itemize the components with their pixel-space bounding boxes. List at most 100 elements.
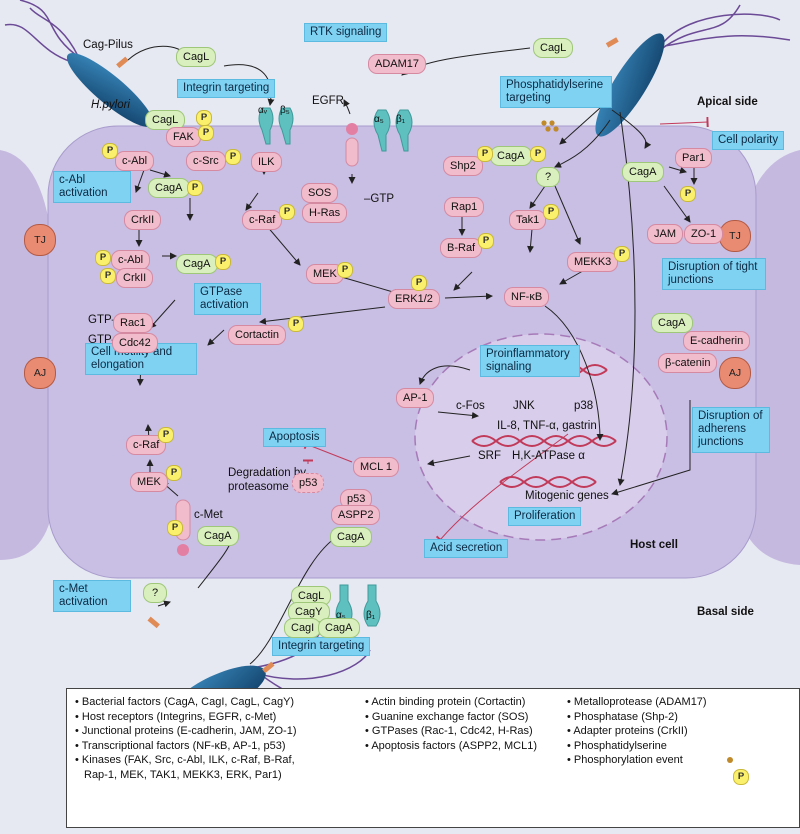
hpylori-label: H.pylori (91, 99, 130, 111)
phospho-cagl-left: P (196, 110, 212, 126)
node-caga-left: CagA (148, 178, 190, 198)
node-crkii: CrkII (124, 210, 162, 230)
phospho-cortactin: P (288, 316, 304, 332)
aj-left: AJ (24, 357, 56, 389)
node-rac1: Rac1 (113, 313, 153, 333)
left-neighbor-cell (0, 150, 55, 560)
phospho-crkii-2: P (100, 268, 116, 284)
phospho-b-raf: P (478, 233, 494, 249)
node-cagl-left: CagL (145, 110, 186, 130)
gtp-cdc42-label: GTP– (88, 334, 119, 346)
legend-column-3: Metalloprotease (ADAM17) Phosphatase (Sh… (567, 695, 707, 768)
node-caga-right: CagA (622, 162, 664, 182)
flagella-top-right (659, 4, 791, 51)
phospho-shp2: P (477, 146, 493, 162)
integrin-a5-b1-top (373, 109, 413, 152)
integrin-a5-b1-bottom (335, 584, 381, 627)
gtp-rac1-label: GTP– (88, 314, 119, 326)
legend-item: GTPases (Rac-1, Cdc42, H-Ras) (365, 724, 537, 739)
node-cagl-bottom: CagL (291, 586, 332, 606)
apoptosis-box: Apoptosis (263, 428, 326, 448)
node-caga-mid: CagA (490, 146, 532, 166)
cell-polarity-box: Cell polarity (712, 131, 785, 151)
phospho-fak: P (198, 125, 214, 141)
integrin-beta-1-bottom-label: β₁ (366, 610, 376, 621)
phosphatidylserine-dots (541, 120, 559, 132)
node-zo1: ZO-1 (684, 224, 724, 244)
phospho-caga-left: P (187, 180, 203, 196)
dna-helix-2 (471, 435, 617, 447)
node-caga-bottom: CagA (330, 527, 372, 547)
legend-item: Phosphatase (Shp-2) (567, 710, 707, 725)
hpylori-top-left (66, 53, 154, 127)
phospho-mek-bottom: P (166, 465, 182, 481)
node-fak: FAK (166, 127, 201, 147)
degradation-label: Degradation by proteasome (228, 467, 306, 493)
acid-secretion-box: Acid secretion (424, 539, 509, 559)
basal-side-label: Basal side (697, 606, 754, 618)
node-cortactin: Cortactin (228, 325, 287, 345)
node-mekk3: MEKK3 (567, 252, 619, 272)
node-cagl-pilus: CagL (176, 47, 217, 67)
node-cdc42: Cdc42 (112, 333, 158, 353)
node-b-raf: B-Raf (440, 238, 483, 258)
phospho-par1: P (680, 186, 696, 202)
cag-pilus-label: Cag-Pilus (83, 39, 133, 51)
rtk-signaling-box: RTK signaling (304, 23, 388, 43)
node-nf-kb: NF-κB (504, 287, 550, 307)
node-erk: ERK1/2 (388, 289, 440, 309)
node-shp2: Shp2 (443, 156, 483, 176)
proliferation-box: Proliferation (508, 507, 582, 527)
flagella-top-left (4, 0, 81, 63)
node-p53-degraded: p53 (292, 473, 325, 493)
phospho-tak1: P (543, 204, 559, 220)
node-aspp2: ASPP2 (331, 505, 381, 525)
node-c-src: c-Src (186, 151, 226, 171)
cag-pilus-top-left (116, 56, 129, 69)
pathway-arrows (127, 45, 698, 665)
node-mek-bottom: MEK (130, 472, 168, 492)
apical-side-label: Apical side (697, 96, 758, 108)
phospho-erk: P (411, 275, 427, 291)
cag-pilus-bottom-left (147, 616, 160, 629)
legend-item: Host receptors (Integrins, EGFR, c-Met) (75, 710, 297, 725)
node-jam: JAM (647, 224, 683, 244)
node-mek-top: MEK (306, 264, 344, 284)
integrin-alpha-v-label: αᵥ (258, 105, 267, 116)
egfr-label: EGFR (312, 95, 344, 107)
node-e-cadherin: E-cadherin (683, 331, 751, 351)
legend-item: Junctional proteins (E-cadherin, JAM, ZO… (75, 724, 297, 739)
host-cell-label: Host cell (630, 539, 678, 551)
legend-item: Kinases (FAK, Src, c-Abl, ILK, c-Raf, B-… (75, 753, 297, 768)
legend-item: Transcriptional factors (NF-κB, AP-1, p5… (75, 739, 297, 754)
label-p38: p38 (574, 400, 594, 412)
node-cagl-right: CagL (533, 38, 574, 58)
nucleus (414, 333, 668, 541)
node-par1: Par1 (675, 148, 713, 168)
node-h-ras: H-Ras (302, 203, 348, 223)
phospho-c-src: P (225, 149, 241, 165)
label-il8-tnf-gastrin: IL-8, TNF-α, gastrin (497, 420, 597, 432)
legend-column-1: Bacterial factors (CagA, CagI, CagL, Cag… (75, 695, 297, 783)
tj-left: TJ (24, 224, 56, 256)
legend-item: Guanine exchange factor (SOS) (365, 710, 537, 725)
legend-item: Adapter proteins (CrkII) (567, 724, 707, 739)
phospho-c-raf-bottom: P (158, 427, 174, 443)
tj-right: TJ (719, 220, 751, 252)
legend-item: Apoptosis factors (ASPP2, MCL1) (365, 739, 537, 754)
phospho-caga-mid: P (530, 146, 546, 162)
node-sos: SOS (301, 183, 339, 203)
legend-box: Bacterial factors (CagA, CagI, CagL, Cag… (66, 688, 800, 828)
cabl-activation-box: c-Abl activation (53, 171, 131, 204)
integrin-alpha-5-top-label: α₅ (374, 114, 384, 125)
node-caga-left-2: CagA (176, 254, 218, 274)
node-ilk: ILK (251, 152, 282, 172)
phosphatidylserine-targeting-box: Phosphatidylserine targeting (500, 76, 612, 109)
phospho-c-met: P (167, 520, 183, 536)
node-tak1: Tak1 (509, 210, 547, 230)
node-ap1: AP-1 (396, 388, 435, 408)
phospho-caga-left-2: P (215, 254, 231, 270)
disruption-tight-junctions-box: Disruption of tight junctions (662, 258, 766, 291)
